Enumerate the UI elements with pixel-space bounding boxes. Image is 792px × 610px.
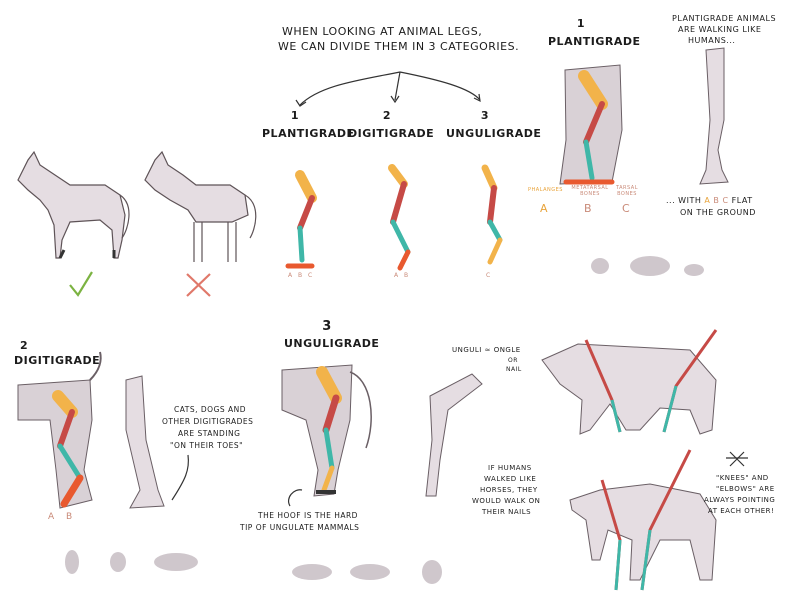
hoof-note-1: THE HOOF IS THE HARD — [258, 511, 358, 520]
horse-correct — [17, 150, 130, 259]
humans-note-2: WALKED LIKE — [484, 475, 537, 483]
label-c: C — [622, 202, 630, 215]
category-2-abc: A B — [394, 272, 411, 279]
with-prefix: ... WITH — [666, 196, 702, 205]
unguligrade-panel-number: 3 — [322, 319, 332, 334]
category-2-name: DIGITIGRADE — [348, 127, 435, 140]
ungula-note-2: OR — [508, 357, 518, 364]
hoof-arrow — [288, 489, 303, 507]
hoof-note-2: TIP OF UNGULATE MAMMALS — [240, 523, 360, 532]
leg-unguligrade — [481, 164, 503, 265]
label-phalanges: PHALANGES — [528, 187, 563, 193]
knees-note-1: "KNEES" AND — [716, 474, 769, 482]
human-leg-plantigrade — [699, 47, 729, 185]
check-icon — [69, 271, 93, 297]
intro-arrows — [295, 71, 481, 107]
horse-leg — [281, 364, 372, 497]
digitigrade-label-a: A — [48, 512, 55, 522]
horse-wrong — [144, 150, 257, 262]
plantigrade-silhouettes — [591, 256, 704, 276]
dog-leg — [17, 351, 102, 509]
intro-line-2: WE CAN DIVIDE THEM IN 3 CATEGORIES. — [278, 40, 520, 53]
digitigrade-arrow — [171, 454, 190, 501]
on-the-ground: ON THE GROUND — [680, 208, 756, 217]
lion-figure — [541, 329, 718, 435]
with-suffix: FLAT — [731, 196, 753, 205]
human-leg-on-nail — [425, 373, 483, 497]
unguligrade-panel-title: UNGULIGRADE — [284, 337, 380, 350]
category-1-abc: A B C — [288, 272, 315, 279]
label-b: B — [584, 202, 592, 215]
digitigrade-note-1: CATS, DOGS AND — [174, 405, 247, 414]
with-c: C — [722, 196, 729, 205]
humans-note-3: HORSES, THEY — [480, 486, 538, 494]
humans-note-4: WOULD WALK ON — [472, 497, 541, 505]
category-1-number: 1 — [290, 109, 300, 122]
label-metatarsal: METATARSAL BONES — [571, 185, 609, 197]
bear-leg — [559, 64, 623, 185]
knees-note-2: "ELBOWS" ARE — [716, 485, 775, 493]
digitigrade-panel-title: DIGITIGRADE — [14, 354, 101, 367]
category-2-number: 2 — [382, 109, 392, 122]
category-3-name: UNGULIGRADE — [446, 127, 542, 140]
human-note-3: HUMANS... — [688, 36, 736, 45]
category-3-number: 3 — [480, 109, 490, 122]
humans-note-5: THEIR NAILS — [482, 508, 532, 516]
plantigrade-panel-number: 1 — [576, 17, 586, 30]
digitigrade-note-2: OTHER DIGITIGRADES — [162, 417, 254, 426]
label-a: A — [540, 202, 548, 215]
with-a: A — [704, 196, 711, 205]
with-abc-line: ... WITH A B C FLAT — [666, 196, 753, 205]
human-leg-tiptoe — [125, 375, 165, 509]
leg-digitigrade — [388, 164, 411, 271]
category-3-abc: C — [486, 272, 493, 279]
human-note-1: PLANTIGRADE ANIMALS — [672, 14, 777, 23]
human-note-2: ARE WALKING LIKE — [678, 25, 762, 34]
digitigrade-note-3: ARE STANDING — [178, 429, 241, 438]
knees-cross-icon — [729, 451, 745, 467]
digitigrade-silhouettes — [65, 550, 198, 574]
crawling-human-figure — [569, 449, 717, 591]
knees-note-4: AT EACH OTHER! — [708, 507, 775, 515]
with-b: B — [713, 196, 720, 205]
ungula-note-3: NAIL — [506, 366, 522, 373]
humans-note-1: IF HUMANS — [488, 464, 532, 472]
digitigrade-note-4: "ON THEIR TOES" — [170, 441, 244, 450]
digitigrade-panel-number: 2 — [20, 339, 29, 352]
plantigrade-panel-title: PLANTIGRADE — [548, 35, 641, 48]
ungula-note-1: UNGULI ≃ ONGLE — [452, 346, 521, 354]
intro-line-1: WHEN LOOKING AT ANIMAL LEGS, — [282, 25, 483, 38]
digitigrade-label-b: B — [66, 512, 73, 522]
category-1-name: PLANTIGRADE — [262, 127, 355, 140]
unguligrade-silhouettes — [292, 560, 442, 584]
leg-plantigrade — [285, 170, 317, 269]
knees-note-3: ALWAYS POINTING — [704, 496, 776, 504]
label-tarsal: TARSAL BONES — [615, 185, 639, 197]
cross-icon — [186, 273, 211, 297]
